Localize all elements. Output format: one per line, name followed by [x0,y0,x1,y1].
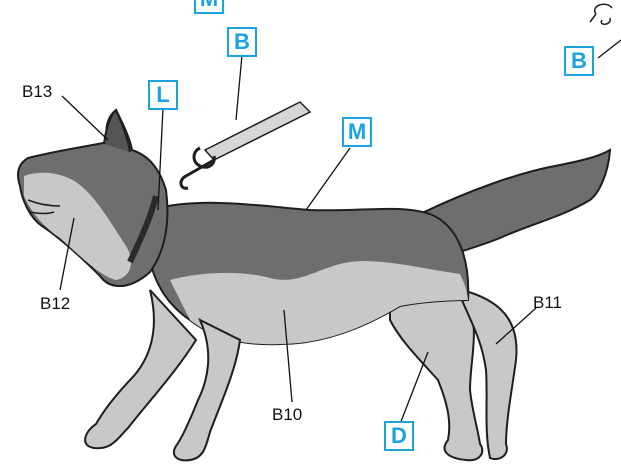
label-b10: B10 [272,405,303,424]
tail [418,148,612,260]
front-leg [84,289,198,450]
b-right-leader-line [597,39,621,59]
l-leader-line [157,107,164,211]
label-b11: B11 [533,293,562,312]
label-b-leash: B [227,27,257,57]
label-b12: B12 [40,294,71,313]
muzzle-light-coat [24,172,131,280]
b11-leader-line [495,307,537,345]
far-hind-leg [461,288,518,460]
ear [103,108,131,153]
label-m-back: M [342,117,372,147]
b12-leader-line [59,217,75,291]
leash [203,101,312,161]
label-d-leg: D [384,421,414,451]
belly-light-coat [170,261,468,345]
b-leash-leader-line [235,54,243,121]
label-b13: B13 [22,82,53,101]
m-back-leader-line [305,147,351,211]
far-front-leg [172,317,242,462]
collar [127,195,159,264]
label-l-collar: L [148,80,178,110]
d-leader-line [399,351,429,425]
label-m-top: M [194,0,224,14]
label-b-right: B [564,46,594,76]
b13-leader-line [61,95,109,141]
mouth [27,199,61,215]
b10-leader-line [283,309,293,403]
corner-sketch [589,3,613,25]
leash-clip [179,146,216,190]
